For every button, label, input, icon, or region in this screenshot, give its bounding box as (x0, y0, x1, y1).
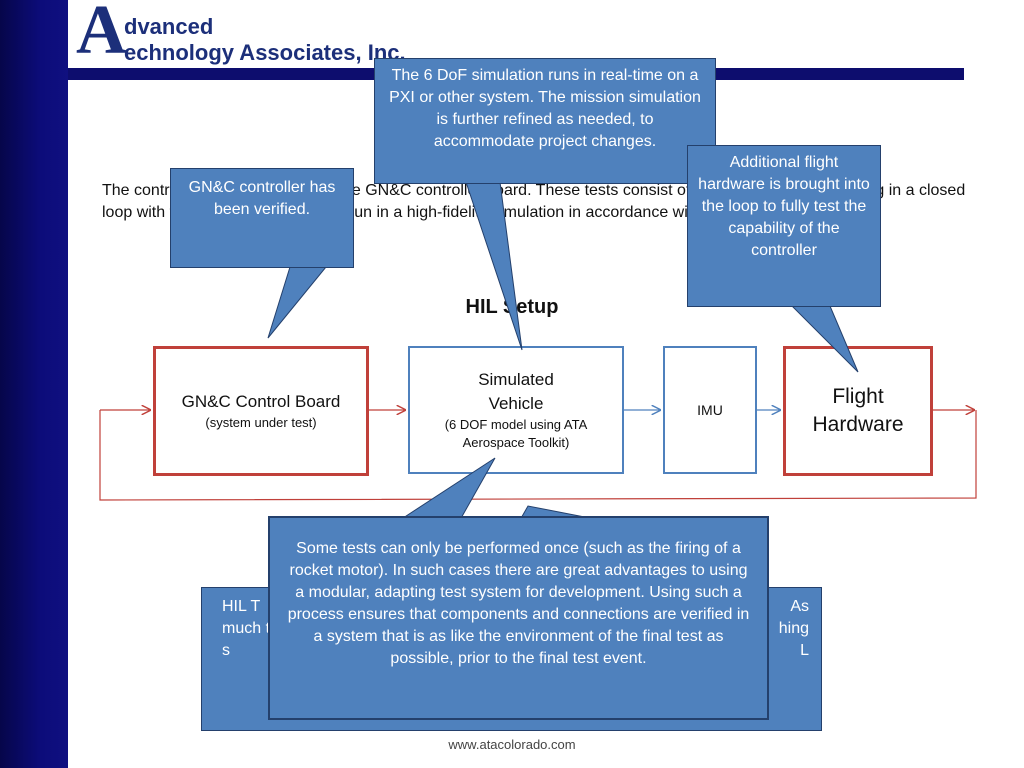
company-logo: A dvanced echnology Associates, Inc. (72, 0, 412, 69)
imu-box: IMU (663, 346, 757, 474)
flight-hardware-box: Flight Hardware (783, 346, 933, 476)
loop-line (99, 410, 977, 501)
pointer-gnc-verified (267, 266, 328, 339)
left-sidebar-bar (0, 0, 68, 768)
callout-tests-once: Some tests can only be performed once (s… (268, 516, 769, 720)
callout-additional-hardware: Additional flight hardware is brought in… (687, 145, 881, 307)
imu-box-title: IMU (697, 402, 723, 418)
pointer-additional-hw (790, 305, 859, 373)
gnc-box-title: GN&C Control Board (181, 392, 341, 411)
footer-url[interactable]: www.atacolorado.com (448, 737, 576, 752)
callout-simulation: The 6 DoF simulation runs in real-time o… (374, 58, 716, 184)
callout-gnc-verified: GN&C controller has been verified. (170, 168, 354, 268)
pointer-sim-runs (465, 181, 523, 351)
hil-callout-right-text: As hing L (778, 598, 809, 659)
sim-box-subtitle: (6 DOF model using ATA Aerospace Toolkit… (444, 417, 588, 450)
logo-line2: echnology Associates, Inc. (124, 40, 406, 65)
flight-box-title: Flight Hardware (812, 385, 904, 436)
gnc-box-subtitle: (system under test) (205, 415, 317, 430)
sim-box-title: Simulated Vehicle (478, 370, 554, 413)
gnc-control-board-box: GN&C Control Board (system under test) (153, 346, 369, 476)
logo-letter: A (76, 0, 127, 69)
simulated-vehicle-box: Simulated Vehicle (6 DOF model using ATA… (408, 346, 624, 474)
logo-line1: dvanced (124, 14, 214, 39)
pointer-tests-once (398, 457, 496, 521)
